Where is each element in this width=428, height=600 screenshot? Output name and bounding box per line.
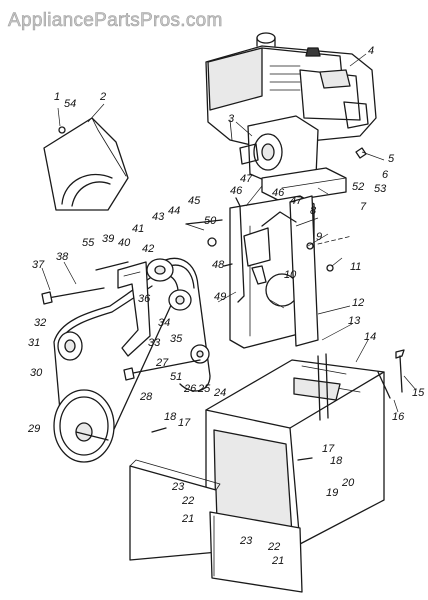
label-29: 29 (27, 423, 40, 435)
label-22a: 22 (181, 495, 194, 507)
label-22b: 22 (267, 541, 280, 553)
belt-guard (43, 117, 129, 211)
label-46b: 46 (272, 187, 285, 199)
label-12: 12 (352, 297, 364, 309)
label-39: 39 (102, 233, 114, 245)
idler-pulleys (146, 258, 210, 364)
label-10: 10 (284, 269, 297, 281)
gearbox-assembly (239, 115, 347, 203)
label-40: 40 (118, 237, 131, 249)
label-33: 33 (148, 337, 161, 349)
label-20: 20 (341, 477, 355, 489)
label-46a: 46 (230, 185, 243, 197)
label-18b: 18 (330, 455, 343, 467)
label-32: 32 (34, 317, 46, 329)
label-26: 26 (183, 383, 197, 395)
label-38: 38 (56, 251, 69, 263)
label-47a: 47 (240, 173, 253, 185)
label-50: 50 (204, 215, 217, 227)
label-27: 27 (155, 357, 169, 369)
label-36: 36 (138, 293, 151, 305)
label-8: 8 (310, 205, 317, 217)
large-pulley (53, 389, 115, 463)
label-48: 48 (212, 259, 225, 271)
label-30: 30 (30, 367, 43, 379)
label-7: 7 (360, 201, 367, 213)
label-24: 24 (213, 387, 226, 399)
label-17b: 17 (322, 443, 335, 455)
label-28: 28 (139, 391, 153, 403)
label-6: 6 (382, 169, 389, 181)
label-52: 52 (352, 181, 364, 193)
label-31: 31 (28, 337, 40, 349)
front-panel (209, 511, 303, 593)
label-51: 51 (170, 371, 182, 383)
label-23b: 23 (239, 535, 253, 547)
callout-labels: 1 54 2 3 4 5 6 53 52 7 47 46 46 47 8 9 1… (27, 45, 425, 567)
label-41: 41 (132, 223, 144, 235)
label-21b: 21 (271, 555, 284, 567)
label-44: 44 (168, 205, 180, 217)
label-14: 14 (364, 331, 376, 343)
label-13: 13 (348, 315, 361, 327)
label-21a: 21 (181, 513, 194, 525)
label-5: 5 (388, 153, 395, 165)
label-19: 19 (326, 487, 338, 499)
label-3: 3 (228, 113, 235, 125)
label-34: 34 (158, 317, 170, 329)
label-49: 49 (214, 291, 226, 303)
label-4: 4 (368, 45, 374, 57)
label-42: 42 (142, 243, 154, 255)
small-pulley (57, 331, 83, 361)
idler-bracket (117, 261, 151, 357)
label-25: 25 (197, 383, 211, 395)
label-23a: 23 (171, 481, 185, 493)
label-55: 55 (82, 237, 95, 249)
label-2: 2 (99, 91, 106, 103)
label-18a: 18 (164, 411, 177, 423)
label-53: 53 (374, 183, 387, 195)
label-16: 16 (392, 411, 405, 423)
label-45: 45 (188, 195, 201, 207)
bolts-and-shafts (41, 126, 405, 461)
label-11: 11 (350, 261, 361, 273)
lower-housing (205, 353, 385, 545)
label-9: 9 (316, 231, 322, 243)
label-37: 37 (32, 259, 45, 271)
label-15: 15 (412, 387, 425, 399)
leader-lines (41, 53, 417, 413)
label-54: 54 (64, 98, 76, 110)
label-35: 35 (170, 333, 183, 345)
label-1: 1 (54, 91, 60, 103)
label-47b: 47 (290, 195, 303, 207)
label-43: 43 (152, 211, 165, 223)
control-linkage (235, 197, 297, 303)
label-17a: 17 (178, 417, 191, 429)
watermark: AppliancePartsPros.com (8, 10, 223, 31)
